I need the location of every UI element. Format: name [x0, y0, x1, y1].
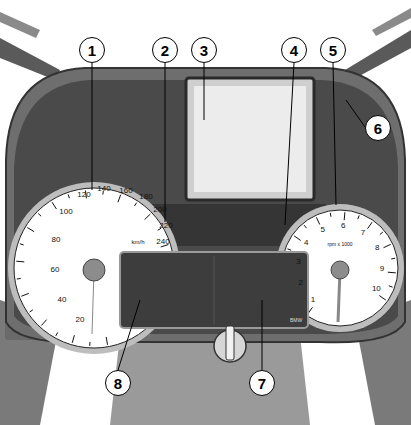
- gauge-scale-label: 100: [59, 208, 72, 216]
- callout-circle: 1: [79, 37, 105, 63]
- callout-number: 2: [161, 43, 169, 58]
- gauge-scale-label: 140: [97, 185, 110, 193]
- callout-number: 8: [114, 376, 122, 391]
- gauge-scale-label: rpm x 1000: [327, 242, 352, 247]
- callout-circle: 3: [191, 37, 217, 63]
- gauge-scale-label: 80: [52, 236, 61, 244]
- gauge-scale-label: 200: [153, 206, 166, 214]
- gauge-scale-label: 1: [311, 296, 315, 304]
- callout-number: 7: [258, 376, 266, 391]
- gauge-scale-label: km/h: [131, 239, 144, 245]
- callout-number: 1: [88, 43, 96, 58]
- gauge-scale-label: 5: [320, 226, 324, 234]
- gauge-scale-label: 4: [304, 239, 308, 247]
- gauge-scale-label: 10: [372, 285, 381, 293]
- gauge-scale-label: 7: [361, 229, 365, 237]
- callout-number: 6: [374, 121, 382, 136]
- callout-number: 4: [290, 43, 298, 58]
- callout-number: 3: [200, 43, 208, 58]
- callout-circle: 2: [152, 37, 178, 63]
- callout-number: 5: [329, 43, 337, 58]
- callout-circle: 7: [249, 370, 275, 396]
- gauge-scale-label: 9: [380, 265, 384, 273]
- callout-circle: 8: [105, 370, 131, 396]
- gauge-scale-label: 6: [341, 222, 345, 230]
- gauge-scale-label: 220: [159, 222, 172, 230]
- gauge-scale-label: 8: [375, 244, 379, 252]
- gauge-scale-label: 2: [299, 279, 303, 287]
- callout-circle: 6: [365, 115, 391, 141]
- gauge-scale-label: 160: [119, 187, 132, 195]
- callout-circle: 5: [320, 37, 346, 63]
- gauge-scale-label: 240: [156, 238, 169, 246]
- callout-circle: 4: [281, 37, 307, 63]
- gauge-scale-label: 40: [58, 296, 67, 304]
- gauge-scale-label: 20: [76, 316, 85, 324]
- brand-logo: BMW: [290, 318, 302, 323]
- gauge-scale-label: 60: [51, 266, 60, 274]
- gauge-scale-label: 3: [296, 258, 300, 266]
- gauge-scale-label: 180: [139, 193, 152, 201]
- gauge-scale-label: 120: [77, 191, 90, 199]
